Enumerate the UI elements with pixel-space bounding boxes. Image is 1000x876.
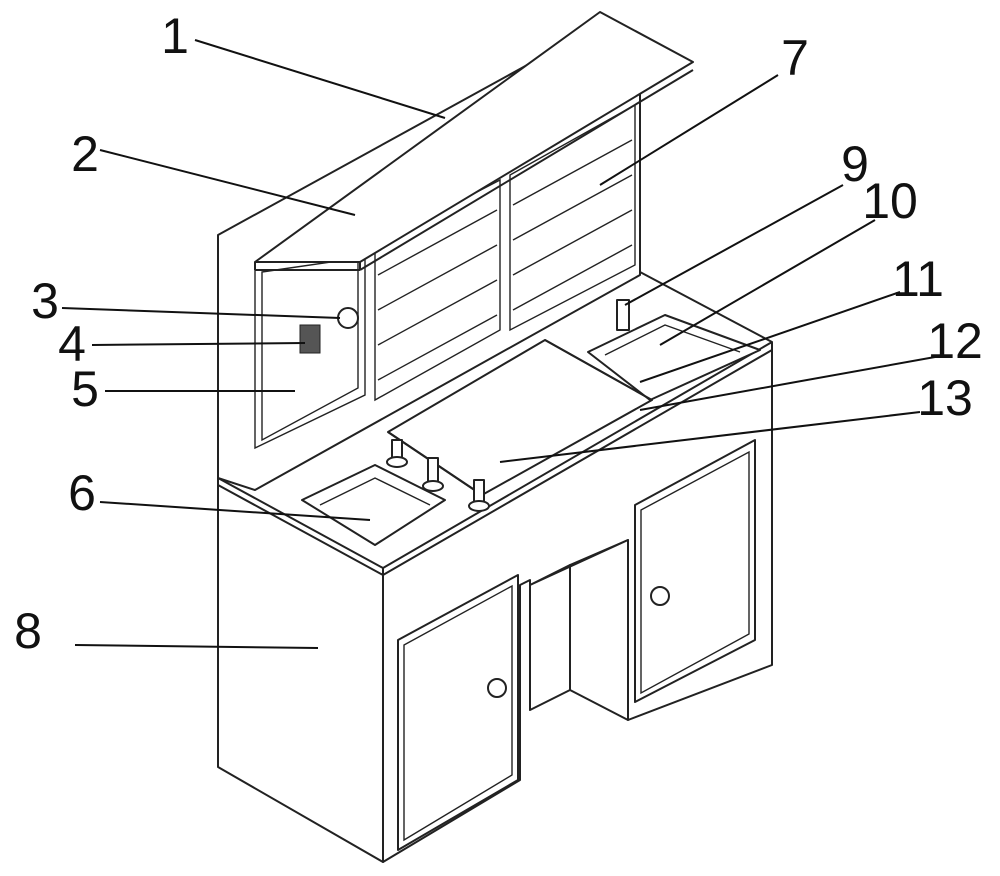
part-label-1: 1 [161,8,189,64]
part-label-12: 12 [927,313,983,369]
part-label-11: 11 [892,251,944,307]
gauge-dial [338,308,358,328]
part-label-5: 5 [71,361,99,417]
leader-line-10 [660,220,875,345]
part-label-10: 10 [862,173,918,229]
part-label-2: 2 [71,126,99,182]
part-label-3: 3 [31,273,59,329]
part-label-6: 6 [68,465,96,521]
right-door-knob [651,587,669,605]
leader-line-9 [625,185,843,305]
control-panel-grid [300,325,320,353]
part-label-8: 8 [14,603,42,659]
left-door-knob [488,679,506,697]
part-label-13: 13 [917,370,973,426]
leader-line-1 [195,40,445,118]
part-label-7: 7 [781,30,809,86]
